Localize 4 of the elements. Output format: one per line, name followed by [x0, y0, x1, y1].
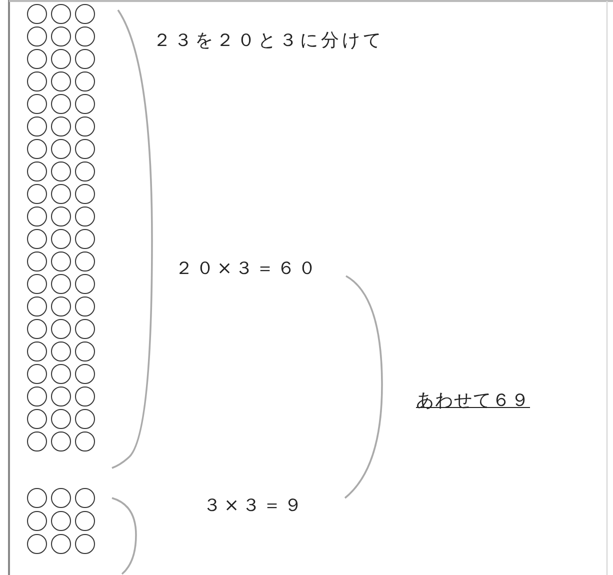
instruction-text: ２３を２０と３に分けて [153, 30, 384, 52]
equation-text: ２０×３＝６０ [175, 258, 320, 280]
answer-text: あわせて６９ [416, 390, 530, 412]
equation-text: ３×３＝９ [203, 495, 306, 517]
